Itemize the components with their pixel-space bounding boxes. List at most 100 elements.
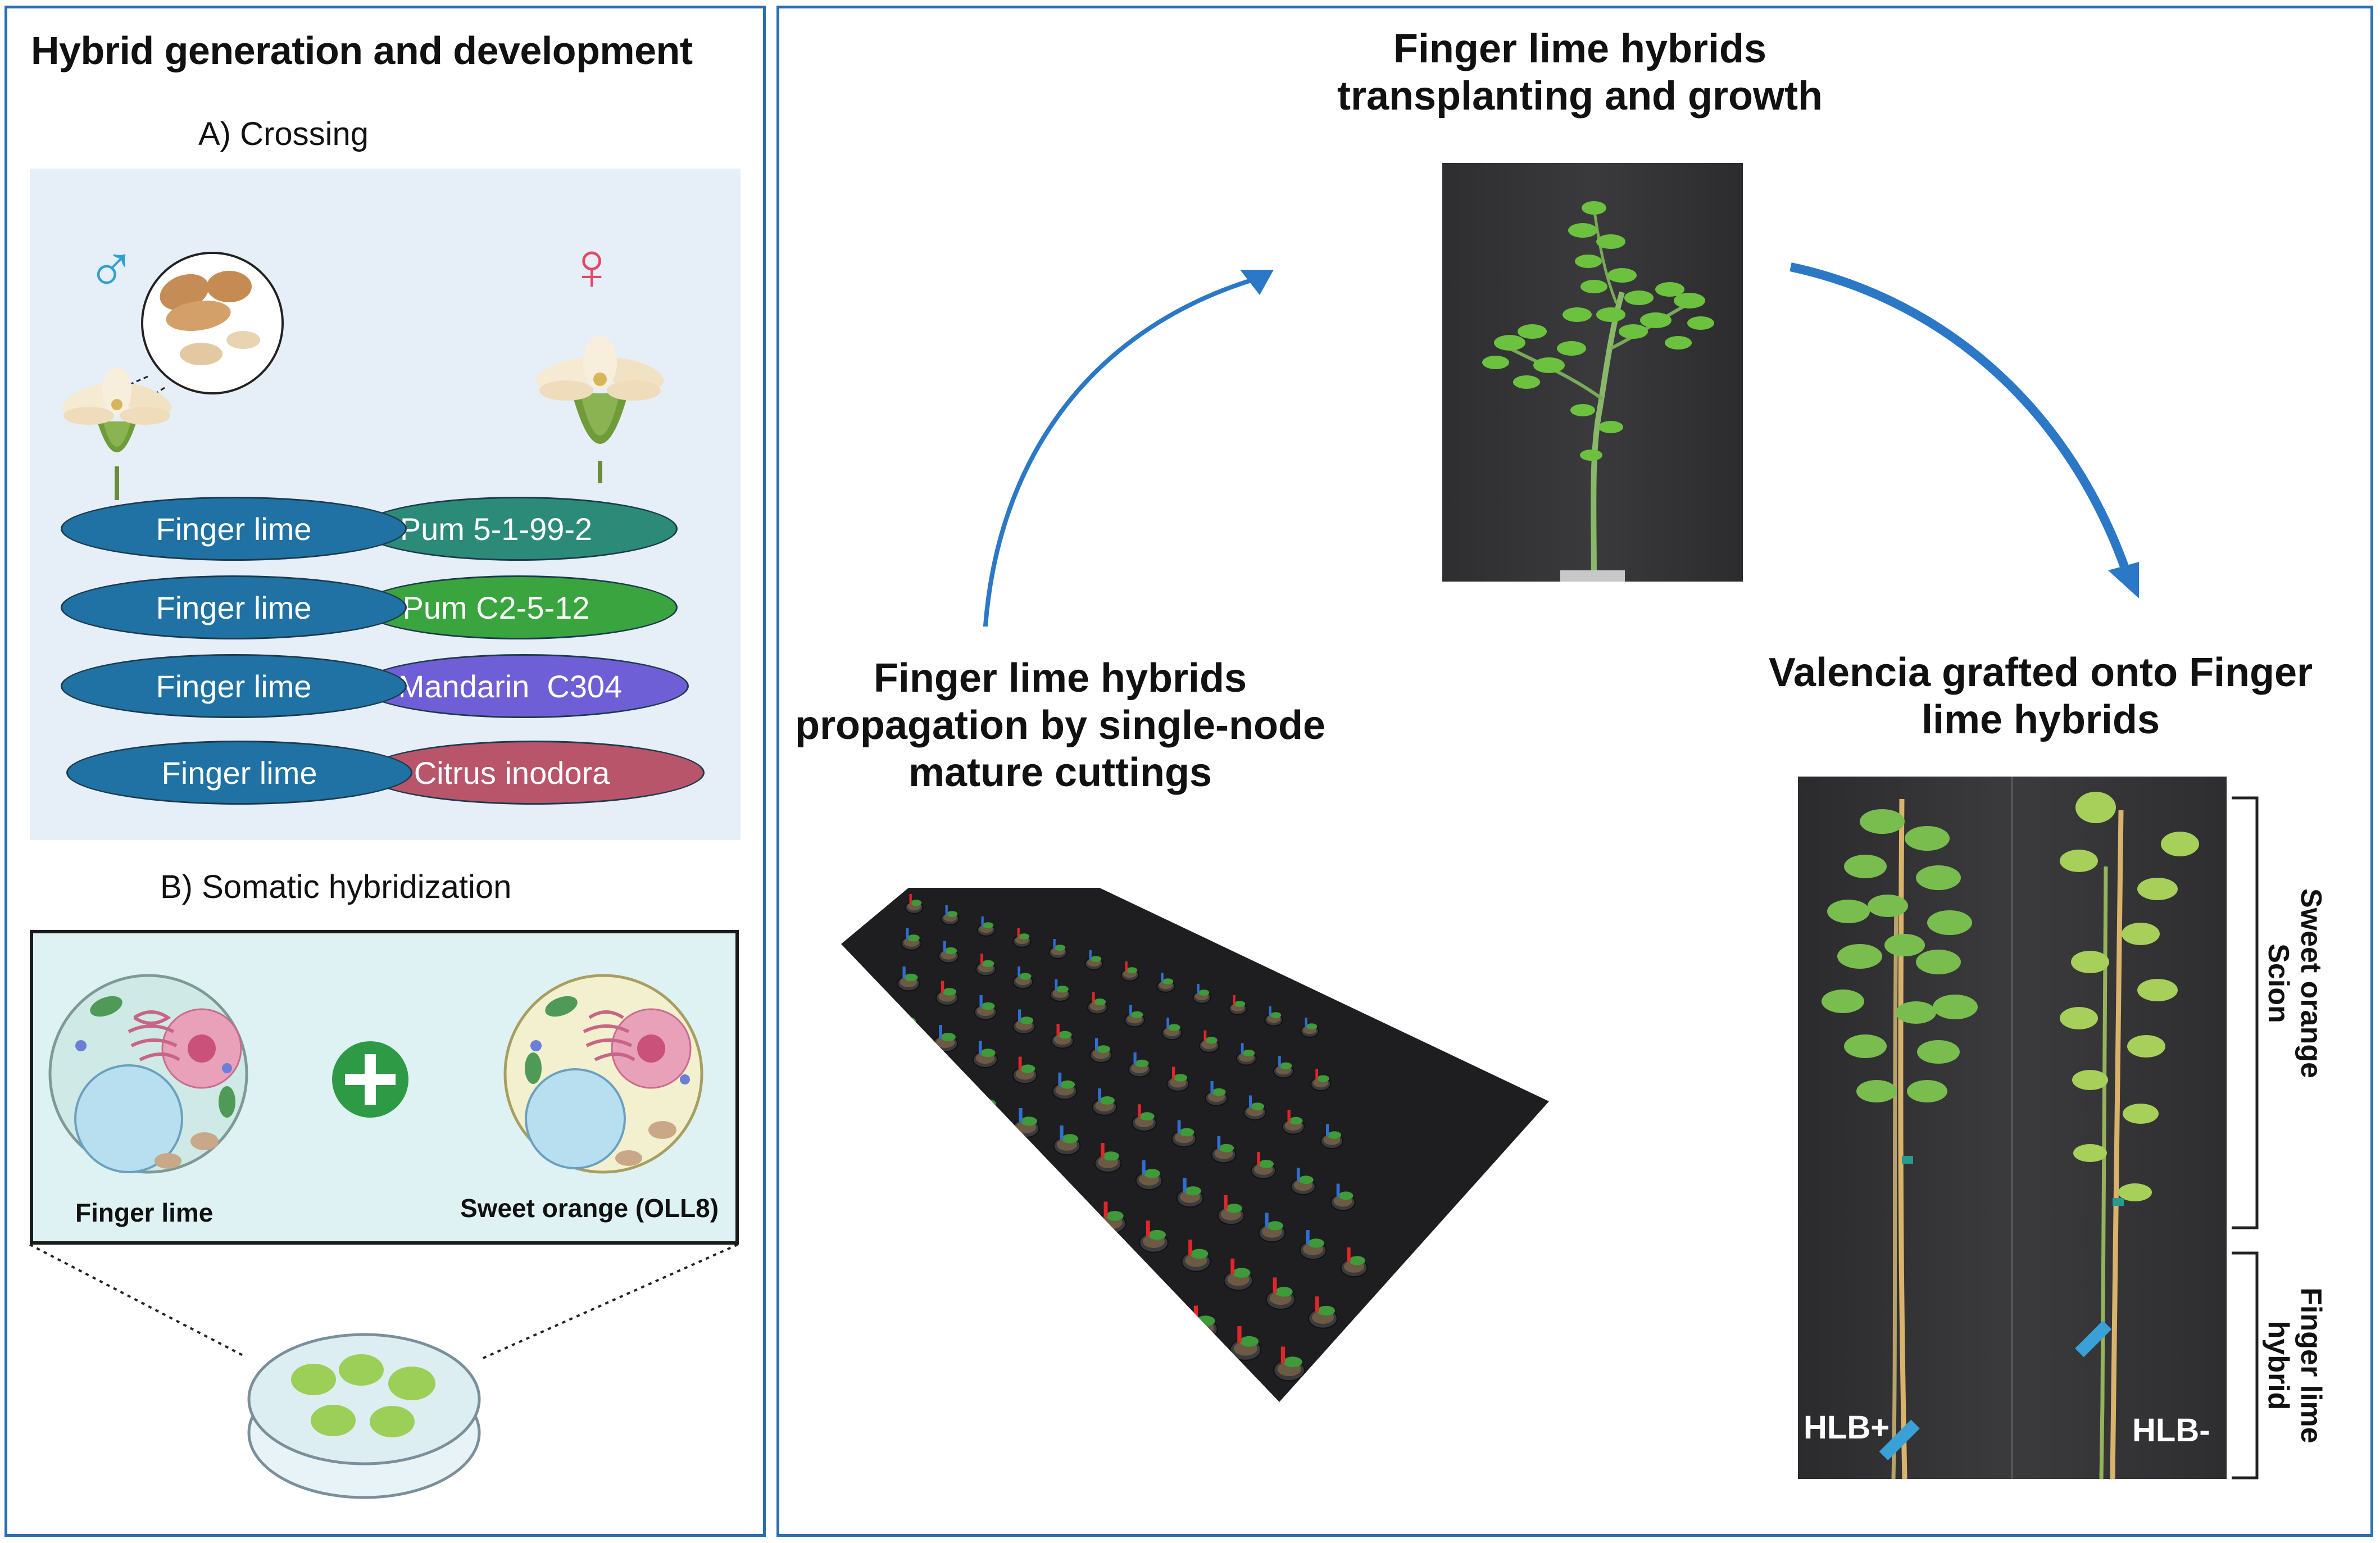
pot-icon — [1011, 1370, 1048, 1396]
cutting-leaf-icon — [894, 1116, 912, 1126]
cutting-leaf-icon — [1327, 1377, 1346, 1388]
finger-lime-cell-icon — [48, 974, 248, 1174]
plant-tag-icon — [941, 981, 944, 993]
cutting-leaf-icon — [1234, 1001, 1246, 1007]
brackets — [2232, 796, 2259, 1480]
cutting-leaf-icon — [1198, 990, 1210, 996]
female-flower-icon — [536, 335, 664, 483]
plant-tag-icon — [902, 966, 906, 978]
soil-icon — [971, 1282, 997, 1297]
pot-icon — [1316, 1379, 1349, 1402]
cutting-leaf-icon — [1308, 1238, 1324, 1248]
cross-parent1-label: Finger lime — [156, 668, 312, 704]
cross-parent2-pill: Pum 5-1-99-2 — [360, 497, 678, 561]
plant-tag-icon — [1101, 1143, 1105, 1158]
plant-tag-icon — [1098, 1088, 1101, 1102]
pot-icon — [1101, 1345, 1136, 1369]
plant-tag-icon — [1018, 966, 1021, 977]
plant-tag-icon — [1188, 1240, 1192, 1255]
cross-parent2-pill: Mandarin C304 — [360, 654, 689, 718]
soil-icon — [926, 1260, 952, 1276]
cutting-leaf-icon — [1233, 1268, 1251, 1278]
cutting-leaf-icon — [1019, 933, 1030, 940]
cutting-leaf-icon — [1135, 1059, 1149, 1068]
pot-icon — [1012, 1175, 1042, 1196]
plant-tag-icon — [1315, 1069, 1319, 1079]
cutting-leaf-icon — [1062, 1134, 1078, 1143]
plant-tag-icon — [939, 1025, 942, 1038]
cutting-leaf-icon — [981, 1002, 995, 1010]
cells-illustration — [48, 974, 703, 1174]
cutting-leaf-icon — [947, 911, 958, 917]
plant-tag-icon — [1257, 1152, 1260, 1165]
transplanting-title-line1: Finger lime hybrids — [1393, 26, 1767, 71]
cutting-leaf-icon — [1021, 1173, 1039, 1183]
plant-tag-icon — [1237, 1326, 1242, 1343]
plant-tag-icon — [1305, 1018, 1307, 1027]
cutting-leaf-icon — [1148, 1229, 1166, 1240]
cross-parent1-label: Finger lime — [156, 511, 312, 547]
cutting-leaf-icon — [1065, 1254, 1085, 1265]
cutting-leaf-icon — [1055, 945, 1066, 951]
plant-tag-icon — [979, 995, 983, 1007]
plant-tag-icon — [1089, 950, 1092, 960]
plant-tag-icon — [1137, 1104, 1141, 1118]
scion-label-line1: Sweet orange — [2295, 888, 2327, 1079]
cutting-leaf-icon — [1196, 1315, 1215, 1327]
plant-tag-icon — [1230, 1258, 1235, 1274]
left-panel-title: Hybrid generation and development — [31, 29, 693, 72]
cutting-leaf-icon — [1279, 1062, 1292, 1069]
cutting-leaf-icon — [1328, 1131, 1341, 1139]
soil-icon — [1016, 1178, 1038, 1191]
pot-icon — [1012, 1236, 1044, 1259]
cross-parent2-label: Mandarin C304 — [398, 668, 623, 704]
cutting-leaf-icon — [1239, 1336, 1259, 1347]
plant-tag-icon — [1278, 1056, 1281, 1067]
plant-tag-icon — [892, 1106, 897, 1123]
pot-icon — [881, 1174, 914, 1197]
pot-icon — [968, 1215, 1001, 1238]
hlb-positive-label: HLB+ — [1804, 1409, 1890, 1446]
soil-icon — [1060, 1259, 1083, 1274]
plant-tag-icon — [906, 928, 909, 939]
plant-tag-icon — [1106, 1264, 1111, 1281]
plant-tag-icon — [1249, 1095, 1252, 1108]
pot-icon — [1012, 1301, 1046, 1325]
plant-tag-icon — [1233, 995, 1236, 1005]
soil-icon — [1365, 1403, 1388, 1405]
cutting-leaf-icon — [982, 960, 994, 967]
flowers-illustration — [62, 252, 664, 500]
soil-icon — [1195, 1392, 1221, 1402]
grafted-title: Valencia grafted onto Finger lime hybrid… — [1746, 649, 2336, 743]
plant-tag-icon — [928, 1309, 933, 1328]
cutting-leaf-icon — [1174, 1074, 1187, 1082]
cutting-leaf-icon — [1022, 1233, 1041, 1245]
cutting-leaf-icon — [891, 1172, 911, 1183]
grafted-title-line1: Valencia grafted onto Finger — [1768, 650, 2313, 695]
soil-icon — [975, 1104, 995, 1116]
female-symbol-icon: ♀ — [566, 229, 617, 304]
left-panel: Hybrid generation and development A) Cro… — [4, 6, 766, 1537]
cross-parent2-label: Citrus inodora — [414, 755, 610, 791]
cutting-leaf-icon — [1191, 1249, 1209, 1259]
cutting-leaf-icon — [978, 1213, 998, 1224]
petri-dish-icon — [247, 1333, 481, 1499]
soil-icon — [885, 1177, 909, 1192]
plant-tag-icon — [1063, 1244, 1068, 1261]
plant-tag-icon — [1280, 1346, 1286, 1363]
cutting-leaf-icon — [1100, 1096, 1115, 1105]
cutting-leaf-icon — [978, 1276, 998, 1288]
propagation-title-line3: mature cuttings — [908, 750, 1212, 795]
cutting-leaf-icon — [1058, 1031, 1072, 1039]
pot-icon — [927, 1137, 957, 1159]
pot-icon — [925, 1195, 957, 1218]
pot-icon — [919, 1323, 956, 1349]
soil-icon — [934, 1086, 954, 1099]
cutting-leaf-icon — [1205, 1037, 1218, 1044]
cutting-leaf-icon — [1349, 1256, 1365, 1265]
crossing-box: ♂ ♀ — [30, 169, 741, 840]
soil-icon — [878, 1303, 905, 1319]
plant-tag-icon — [974, 1332, 979, 1351]
transplant-photo — [1442, 163, 1743, 582]
cutting-leaf-icon — [898, 1064, 914, 1074]
